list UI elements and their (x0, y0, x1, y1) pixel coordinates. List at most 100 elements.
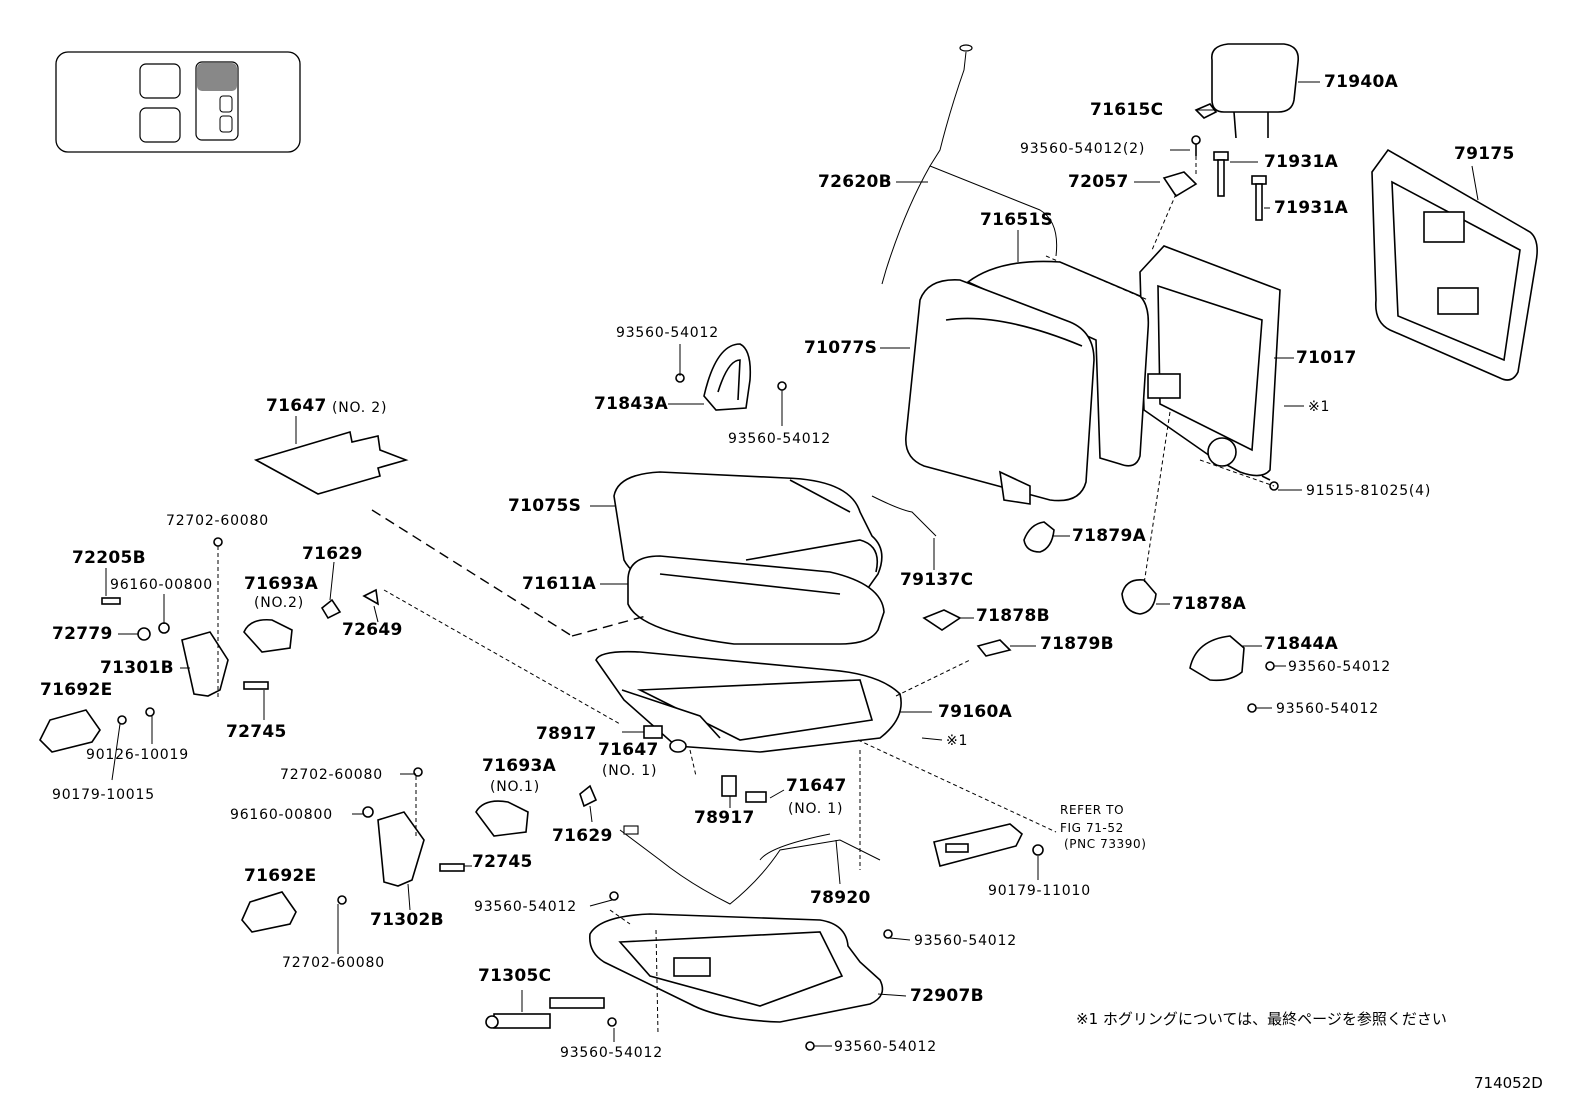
label-71692e-b: 71692E (244, 866, 317, 886)
label-78917-a: 78917 (536, 724, 597, 744)
label-72702-60080-c: 72702-60080 (282, 955, 385, 971)
tray-72907b (588, 913, 884, 1023)
clip-71615c (1194, 103, 1218, 119)
bolt-93560-f (883, 929, 893, 939)
label-71075s: 71075S (508, 496, 582, 516)
bolt-90126 (145, 707, 155, 717)
label-71647-no1-a: 71647 (598, 740, 659, 760)
label-71843a: 71843A (594, 394, 669, 414)
bolt-72702-b (413, 767, 423, 777)
hog-ring-71878a (1121, 578, 1157, 615)
label-90126-10019: 90126-10019 (86, 747, 189, 763)
label-93560-54012-f: 93560-54012 (914, 933, 1017, 949)
label-71017: 71017 (1296, 348, 1357, 368)
bolt-72205b (101, 597, 121, 605)
label-72702-60080-a: 72702-60080 (166, 513, 269, 529)
label-93560-54012-a: 93560-54012 (616, 325, 719, 341)
hinge-71301b (181, 631, 229, 697)
label-71647-no1-b: 71647 (786, 776, 847, 796)
label-72620b: 72620B (818, 172, 892, 192)
bolt-93560-b (777, 381, 787, 391)
clip-71629-a (320, 598, 342, 620)
hog-ring-mark-2: ※1 (946, 733, 969, 749)
label-71647-no2: 71647 (266, 396, 327, 416)
seat-frame-79160a (595, 650, 902, 753)
label-93560-54012-h: 93560-54012 (834, 1039, 937, 1055)
seatback-pad-71077s (905, 279, 1095, 505)
assembly-dash-lines (217, 156, 1275, 1035)
bolt-72745-a (243, 681, 269, 690)
spring-78917-b (721, 775, 737, 797)
hinge-71302b (377, 811, 425, 887)
label-96160-00800-a: 96160-00800 (110, 577, 213, 593)
nut-96160-a (158, 622, 170, 634)
cushion-pad-71611a (627, 555, 885, 645)
label-71879b: 71879B (1040, 634, 1114, 654)
damper-71305c (485, 997, 605, 1029)
label-71931a-1: 71931A (1264, 152, 1339, 172)
label-79160a: 79160A (938, 702, 1013, 722)
label-71693a-no2: 71693A (244, 574, 319, 594)
label-72745-b: 72745 (472, 852, 533, 872)
label-71940a: 71940A (1324, 72, 1399, 92)
label-78920: 78920 (810, 888, 871, 908)
clip-71878b (922, 609, 962, 631)
label-79137c: 79137C (900, 570, 974, 590)
label-90179-11010: 90179-11010 (988, 883, 1091, 899)
label-72205b: 72205B (72, 548, 146, 568)
cover-71693a-no2 (243, 618, 293, 653)
refer-line1: REFER TO (1060, 803, 1125, 817)
pad-71647-no2 (253, 430, 409, 495)
bolt-93560-d (1247, 703, 1257, 713)
bracket-71843a (703, 343, 752, 411)
figure-code: 714052D (1474, 1074, 1543, 1092)
washer-72779 (137, 627, 151, 641)
label-79175: 79175 (1454, 144, 1515, 164)
label-71878b: 71878B (976, 606, 1050, 626)
label-71844a: 71844A (1264, 634, 1339, 654)
label-93560-54012-d: 93560-54012 (1276, 701, 1379, 717)
label-71611a: 71611A (522, 574, 597, 594)
footnote: ※1 ホグリングについては、最終ページを参照ください (1076, 1010, 1447, 1028)
cover-71692e-a (39, 709, 101, 753)
label-71879a: 71879A (1072, 526, 1147, 546)
refer-line2: FIG 71-52 (1060, 821, 1124, 835)
label-71301b: 71301B (100, 658, 174, 678)
cover-72057 (1162, 171, 1198, 198)
bolt-93560-2 (1191, 135, 1201, 156)
cover-71693a-no1 (475, 800, 529, 837)
label-71077s: 71077S (804, 338, 878, 358)
bolt-93560-c (1265, 661, 1275, 671)
bolt-93560-g (607, 1017, 617, 1027)
label-71692e-a: 71692E (40, 680, 113, 700)
wire-79137c (871, 495, 937, 537)
label-71647-no1-a-sub: (NO. 1) (602, 763, 658, 779)
label-72649: 72649 (342, 620, 403, 640)
nut-96160-b (362, 806, 374, 818)
label-71693a-no2-sub: (NO.2) (254, 595, 305, 611)
bolt-93560-h (805, 1041, 815, 1051)
bushing-71647-no1-b (745, 791, 767, 803)
bolt-93560-e (609, 891, 619, 901)
label-91515-81025-4: 91515-81025(4) (1306, 483, 1432, 499)
headrest-guide-71931a (1213, 151, 1267, 221)
label-71305c: 71305C (478, 966, 552, 986)
label-93560-54012-c: 93560-54012 (1288, 659, 1391, 675)
label-72907b: 72907B (910, 986, 984, 1006)
label-71693a-no1-sub: (NO.1) (490, 779, 541, 795)
refer-line3: (PNC 73390) (1064, 837, 1147, 851)
cover-71692e-b (241, 891, 297, 933)
label-78917-b: 78917 (694, 808, 755, 828)
cable-78920 (619, 825, 881, 905)
leader-lines (105, 81, 1479, 1047)
clip-71879b (976, 639, 1012, 657)
label-71651s: 71651S (980, 210, 1054, 230)
bolt-72702-a (213, 537, 223, 547)
spring-78917-a (643, 725, 663, 739)
seatback-cover-71651s (966, 260, 1150, 467)
label-71302b: 71302B (370, 910, 444, 930)
bolt-72702-c (337, 895, 347, 905)
seatback-frame-71017 (1139, 245, 1281, 477)
